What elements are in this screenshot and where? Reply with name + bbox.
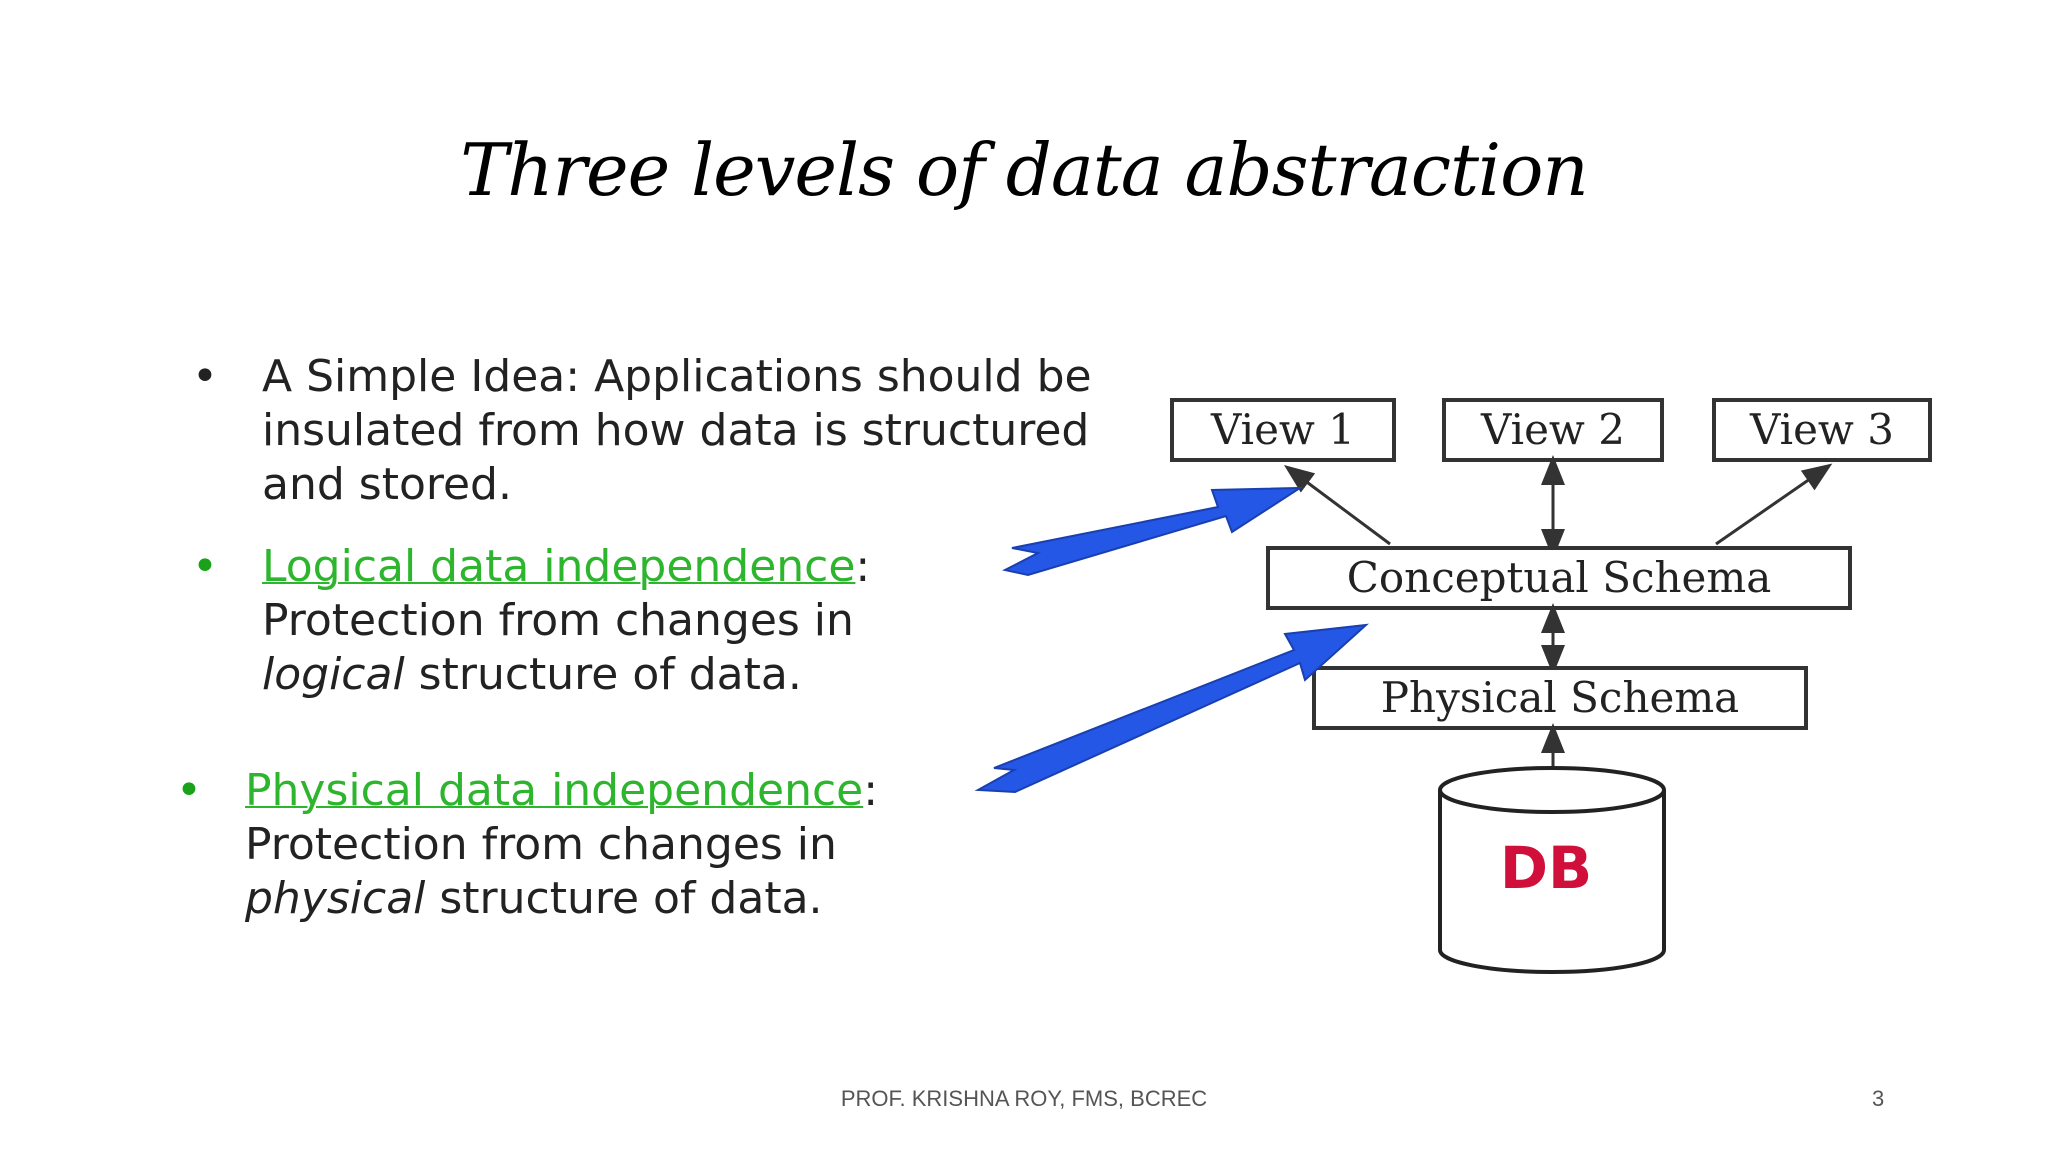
- connector-view3: [1715, 463, 1833, 546]
- logical-arrow: [1002, 486, 1304, 577]
- emphasis-logical: logical: [262, 649, 405, 700]
- bullet-logical-independence: • Logical data independence: Protection …: [170, 540, 1100, 702]
- physical-independence-link[interactable]: Physical data independence: [245, 765, 864, 816]
- bullet-text: A Simple Idea: Applications should be in…: [262, 351, 1092, 510]
- logical-independence-link[interactable]: Logical data independence: [262, 541, 856, 592]
- bullet-dot: •: [192, 541, 218, 592]
- physical-schema-box: Physical Schema: [1312, 666, 1808, 730]
- page-number: 3: [1872, 1086, 1885, 1111]
- bullet-physical-independence: • Physical data independence: Protection…: [170, 764, 1100, 926]
- connector-view1: [1283, 465, 1391, 546]
- view-label: View 2: [1480, 405, 1625, 454]
- view-label: View 3: [1749, 405, 1894, 454]
- conceptual-schema-box: Conceptual Schema: [1266, 546, 1852, 610]
- colon: :: [863, 765, 879, 816]
- bullet-line: Protection from changes in: [262, 595, 854, 646]
- view-label: View 1: [1210, 405, 1355, 454]
- view-box-2: View 2: [1442, 398, 1664, 462]
- conceptual-schema-label: Conceptual Schema: [1347, 553, 1772, 602]
- database-cylinder: DB: [1438, 766, 1666, 974]
- bullet-list: • A Simple Idea: Applications should be …: [170, 350, 1100, 954]
- physical-arrow: [974, 623, 1369, 794]
- bullet-line-rest: structure of data.: [404, 649, 802, 700]
- db-label: DB: [1500, 834, 1592, 902]
- colon: :: [855, 541, 871, 592]
- bullet-dot: •: [176, 765, 202, 816]
- footer-text: PROF. KRISHNA ROY, FMS, BCREC: [840, 1086, 1208, 1111]
- bullet-dot: •: [192, 351, 218, 402]
- bullet-line: Protection from changes in: [245, 819, 837, 870]
- bullet-line-rest: structure of data.: [425, 873, 823, 924]
- slide-title: Three levels of data abstraction: [460, 128, 1589, 212]
- emphasis-physical: physical: [245, 873, 426, 924]
- view-box-1: View 1: [1170, 398, 1396, 462]
- physical-schema-label: Physical Schema: [1381, 673, 1739, 722]
- view-box-3: View 3: [1712, 398, 1932, 462]
- bullet-simple-idea: • A Simple Idea: Applications should be …: [170, 350, 1100, 512]
